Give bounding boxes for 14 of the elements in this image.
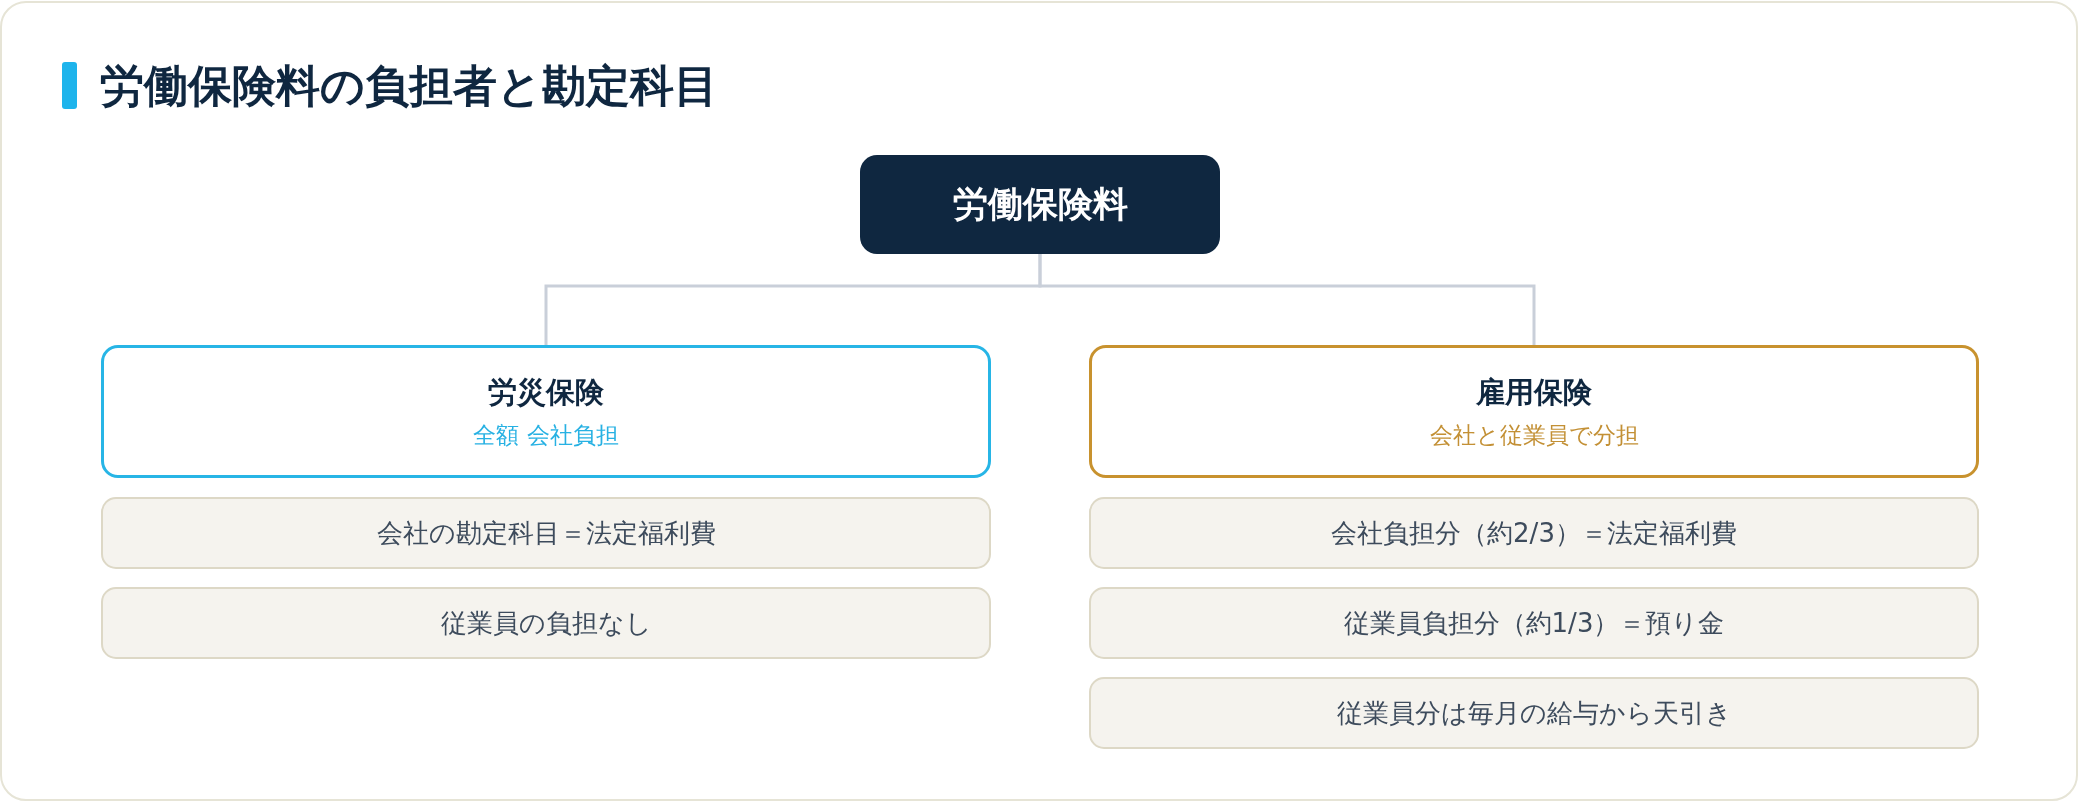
category-box bbox=[1089, 345, 1979, 478]
note-box: 会社負担分（約2/3）＝法定福利費 bbox=[1089, 497, 1979, 569]
box-subtitle: 全額 会社負担 bbox=[473, 420, 619, 450]
note-box: 従業員分は毎月の給与から天引き bbox=[1089, 677, 1979, 749]
root-box: 労働保険料 bbox=[860, 155, 1220, 254]
note-box: 会社の勘定科目＝法定福利費 bbox=[101, 497, 991, 569]
category-box bbox=[101, 345, 991, 478]
box-heading: 雇用保険 bbox=[1476, 373, 1592, 410]
note-box: 従業員の負担なし bbox=[101, 587, 991, 659]
box-heading: 労災保険 bbox=[488, 373, 604, 410]
connector-line bbox=[1038, 254, 1536, 345]
note-box: 従業員負担分（約1/3）＝預り金 bbox=[1089, 587, 1979, 659]
box-subtitle: 会社と従業員で分担 bbox=[1429, 420, 1639, 450]
diagram-title: 労働保険料の負担者と勘定科目 bbox=[100, 60, 718, 112]
